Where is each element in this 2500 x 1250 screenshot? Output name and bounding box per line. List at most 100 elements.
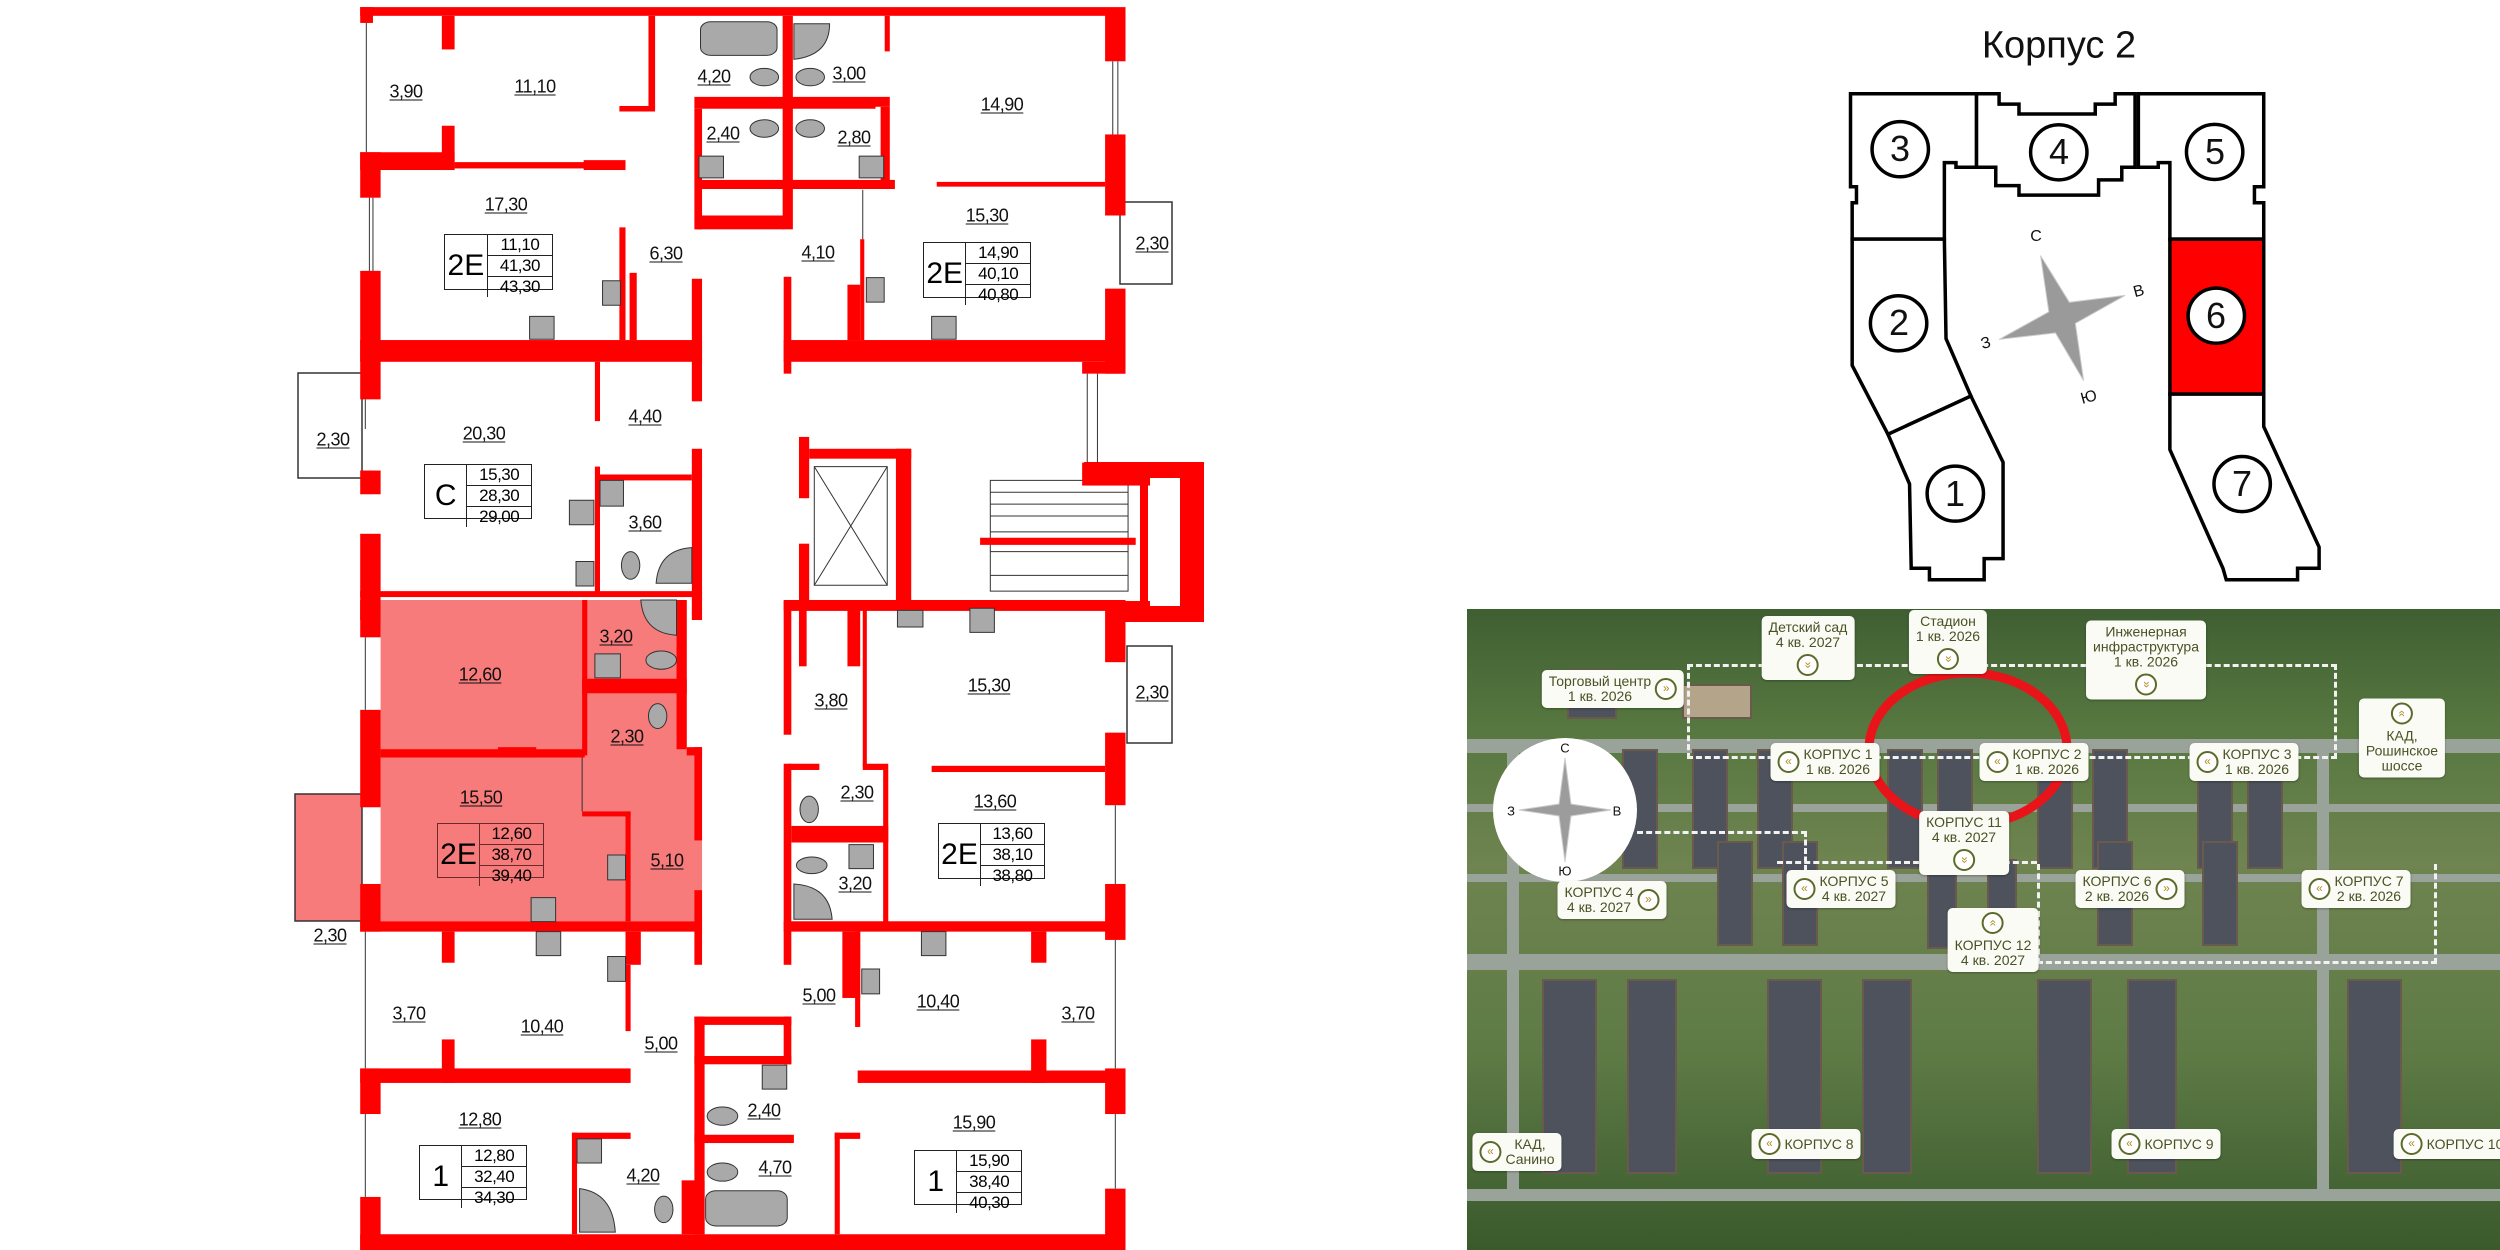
room-area: 10,40 — [916, 991, 960, 1012]
sink-icon — [866, 278, 884, 303]
zone-boundary — [1637, 831, 1807, 871]
section-number: 2 — [1888, 302, 1910, 343]
total-area: 41,30 — [487, 256, 552, 277]
floor-plan-upper — [360, 7, 1150, 620]
apartment-info-2e[interactable]: 2E 11,10 41,30 43,30 — [444, 234, 553, 297]
compass-rose-icon — [1518, 757, 1612, 863]
aerial-site-map — [1467, 609, 2500, 1250]
label-line: Детский сад — [1768, 619, 1848, 635]
road — [1467, 804, 2500, 812]
map-label-korpus-8[interactable]: «КОРПУС 8 — [1751, 1129, 1861, 1159]
room-area: 15,30 — [965, 205, 1009, 226]
chevrons-icon: » — [1796, 654, 1819, 676]
label-line: 1 кв. 2026 — [1567, 688, 1633, 704]
room-area: 4,20 — [697, 66, 731, 87]
section-badge — [1870, 296, 1926, 351]
floor-plan-lower — [360, 600, 1126, 1250]
toilet-icon — [750, 68, 779, 85]
washer-icon — [859, 156, 883, 178]
shower-icon — [794, 884, 832, 919]
chevrons-icon: « — [1793, 878, 1816, 900]
map-label-korpus-10[interactable]: «КОРПУС 10 — [2393, 1129, 2500, 1159]
room-area: 3,00 — [832, 63, 866, 84]
section-number: 7 — [2231, 463, 2253, 504]
chevrons-icon: « — [1981, 912, 2004, 934]
room-area: 3,20 — [838, 873, 872, 894]
compass-east: В — [1612, 803, 1622, 819]
sink-icon — [608, 957, 626, 982]
chevrons-icon: « — [1758, 1133, 1781, 1155]
walls — [360, 7, 1150, 620]
room-area: 3,20 — [599, 626, 633, 647]
apartment-info-1[interactable]: 1 15,90 38,40 40,30 — [914, 1150, 1022, 1213]
apartment-info-2e[interactable]: 2E 13,60 38,10 38,80 — [938, 823, 1045, 886]
shower-icon — [580, 1189, 616, 1233]
room-area: 4,40 — [628, 406, 662, 427]
toilet-icon — [621, 552, 639, 580]
label-line: Торговый центр — [1548, 673, 1652, 689]
total-area-with-balcony: 29,00 — [479, 507, 520, 526]
label-line: 4 кв. 2027 — [1821, 888, 1887, 904]
stove-icon — [536, 932, 560, 956]
room-area: 15,30 — [967, 675, 1011, 696]
room-area: 15,50 — [459, 787, 503, 808]
map-label-korpus-9[interactable]: «КОРПУС 9 — [2111, 1129, 2221, 1159]
washer-icon — [699, 156, 723, 178]
room-area: 5,00 — [644, 1033, 678, 1054]
total-area: 32,40 — [462, 1167, 526, 1188]
road — [1467, 1189, 2500, 1201]
sink-icon — [603, 281, 621, 306]
building — [2202, 841, 2238, 946]
label-line: 1 кв. 2026 — [2224, 761, 2290, 777]
label-line: 1 кв. 2026 — [1805, 761, 1871, 777]
apartment-type: 2E — [445, 235, 488, 297]
building — [1717, 841, 1753, 946]
label-line: инфраструктура — [2093, 638, 2199, 655]
room-area: 4,10 — [801, 242, 835, 263]
apartment-type: C — [425, 465, 468, 527]
sink-icon — [897, 610, 923, 627]
label-line: 4 кв. 2027 — [1775, 634, 1841, 650]
building — [1862, 979, 1912, 1174]
apartment-info-1[interactable]: 1 12,80 32,40 34,30 — [419, 1145, 527, 1208]
toilet-icon — [796, 120, 825, 137]
room-area: 3,70 — [1061, 1003, 1095, 1024]
label-line: Стадион — [1920, 613, 1976, 629]
toilet-icon — [796, 68, 825, 85]
shower-icon — [794, 24, 830, 60]
label-line: 4 кв. 2027 — [1960, 952, 2026, 968]
apartment-info-studio[interactable]: C 15,30 28,30 29,00 — [424, 464, 532, 527]
map-label-kad-sanino[interactable]: «КАД,Санино — [1472, 1133, 1562, 1171]
room-area: 13,60 — [973, 791, 1017, 812]
stove-icon — [921, 932, 945, 956]
total-area-with-balcony: 40,30 — [969, 1193, 1010, 1212]
fixtures — [531, 600, 994, 1232]
living-area: 15,90 — [957, 1151, 1021, 1172]
label-line: КОРПУС 8 — [1784, 1135, 1854, 1152]
total-area: 38,10 — [981, 845, 1044, 866]
room-area: 6,30 — [649, 243, 683, 264]
chevrons-icon: « — [2196, 751, 2219, 773]
toilet-icon — [707, 1107, 738, 1125]
apartment-info-selected[interactable]: 2E 12,60 38,70 39,40 — [437, 823, 544, 886]
stove-icon — [530, 316, 554, 339]
stove-icon — [932, 316, 956, 339]
apartment-info-2e[interactable]: 2E 14,90 40,10 40,80 — [923, 242, 1031, 305]
balcony-left-upper — [297, 372, 363, 479]
stove-icon — [569, 500, 593, 525]
compass-south: Ю — [1558, 863, 1572, 879]
